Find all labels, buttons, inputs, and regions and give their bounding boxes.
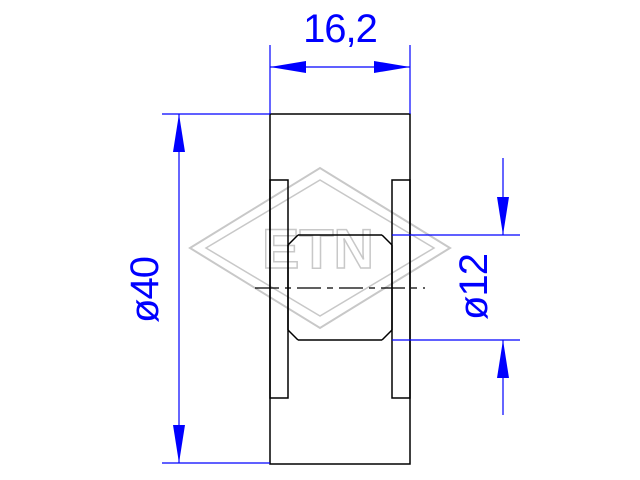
watermark-diamond-inner — [204, 179, 436, 317]
arrow-up-icon — [173, 114, 185, 152]
bore-right-chamfer-top — [381, 234, 393, 246]
bore-left-chamfer-top — [287, 234, 299, 246]
dimension-width: 16,2 — [269, 7, 411, 114]
part-outer-rect — [269, 113, 411, 465]
bore-right-chamfer-bottom — [381, 329, 393, 341]
arrow-down-icon — [173, 425, 185, 463]
watermark-logo-text: ETN — [262, 217, 374, 280]
right-hub-rect — [391, 179, 411, 399]
dimension-width-label: 16,2 — [303, 7, 377, 51]
arrow-right-icon — [374, 61, 410, 73]
arrow-up-bore-icon — [497, 340, 509, 378]
bore-left-chamfer-bottom — [287, 329, 299, 341]
left-hub-rect — [269, 179, 289, 399]
dimension-bore-diameter: ø12 — [392, 158, 520, 415]
arrow-down-bore-icon — [497, 197, 509, 235]
dimension-bore-diameter-label: ø12 — [452, 254, 496, 320]
dimension-outer-diameter: ø40 — [123, 113, 270, 464]
watermark-diamond-outer — [188, 166, 452, 330]
dimension-outer-diameter-label: ø40 — [123, 257, 167, 323]
part-outline — [255, 113, 425, 465]
watermark: ETN — [188, 166, 452, 330]
arrow-left-icon — [270, 61, 306, 73]
